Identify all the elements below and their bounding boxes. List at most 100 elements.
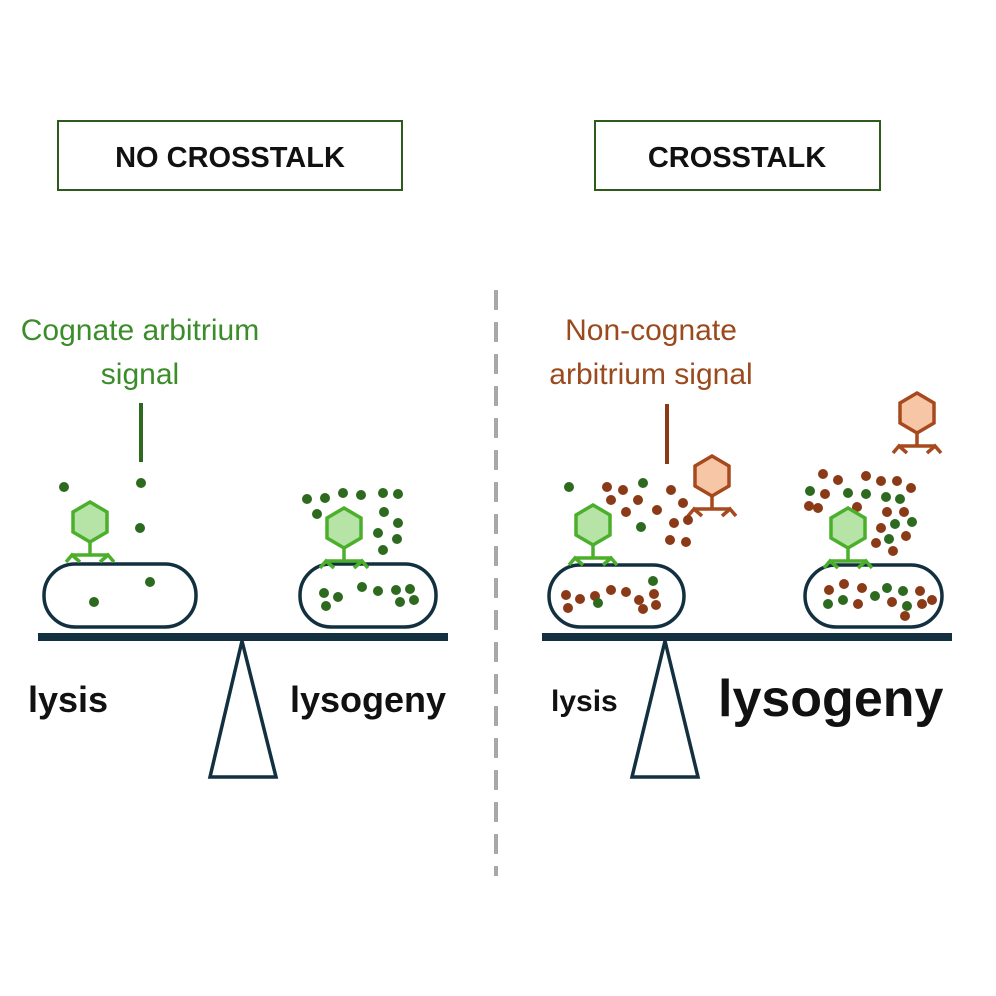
- right-balance-beam: [542, 633, 952, 641]
- signal-dot: [320, 493, 330, 503]
- signal-dot: [593, 598, 603, 608]
- signal-dot: [899, 507, 909, 517]
- signal-dot: [833, 475, 843, 485]
- left-lysogeny-cell: [298, 562, 438, 629]
- signal-dot: [59, 482, 69, 492]
- signal-dot: [621, 587, 631, 597]
- signal-dot: [927, 595, 937, 605]
- signal-dot: [665, 535, 675, 545]
- signal-dot: [839, 579, 849, 589]
- signal-dot: [652, 505, 662, 515]
- signal-dot: [857, 583, 867, 593]
- right-lysogeny-label: lysogeny: [718, 670, 943, 728]
- signal-dot: [357, 582, 367, 592]
- signal-dot: [319, 588, 329, 598]
- signal-dot: [823, 599, 833, 609]
- signal-dot: [824, 585, 834, 595]
- left-caption-line2: signal: [101, 358, 179, 391]
- left-lysogeny-cell-signals: [319, 582, 419, 611]
- left-panel: NO CROSSTALK Cognate arbitrium signal: [21, 120, 448, 779]
- signal-dot: [898, 586, 908, 596]
- right-header-box: [594, 120, 881, 191]
- signal-dot: [861, 471, 871, 481]
- signal-dot: [618, 485, 628, 495]
- signal-dot: [683, 515, 693, 525]
- signal-dot: [906, 483, 916, 493]
- signal-dot: [392, 534, 402, 544]
- signal-dot: [861, 489, 871, 499]
- signal-dot: [356, 490, 366, 500]
- signal-dot: [818, 469, 828, 479]
- right-lysogeny-cell-signals: [823, 579, 937, 621]
- signal-dot: [373, 528, 383, 538]
- left-header-box: [57, 120, 403, 191]
- signal-dot: [843, 488, 853, 498]
- phage-icon: [822, 505, 874, 570]
- signal-dot: [888, 546, 898, 556]
- signal-dot: [915, 586, 925, 596]
- right-lysogeny-free-signals: [804, 469, 917, 556]
- signal-dot: [804, 501, 814, 511]
- signal-dot: [378, 545, 388, 555]
- signal-dot: [563, 603, 573, 613]
- left-header-label: NO CROSSTALK: [115, 142, 345, 174]
- signal-dot: [602, 482, 612, 492]
- right-caption-line1: Non-cognate: [565, 314, 737, 347]
- signal-dot: [606, 495, 616, 505]
- signal-dot: [89, 597, 99, 607]
- signal-dot: [135, 523, 145, 533]
- signal-dot: [312, 509, 322, 519]
- signal-dot: [882, 507, 892, 517]
- left-lysis-label: lysis: [28, 679, 108, 720]
- signal-dot: [907, 517, 917, 527]
- signal-dot: [636, 522, 646, 532]
- signal-dot: [575, 594, 585, 604]
- signal-dot: [321, 601, 331, 611]
- signal-dot: [876, 476, 886, 486]
- signal-dot: [302, 494, 312, 504]
- left-free-signals: [59, 478, 146, 533]
- noncognate-phage-icon: [891, 390, 943, 455]
- signal-dot: [564, 482, 574, 492]
- signal-dot: [901, 531, 911, 541]
- right-header-label: CROSSTALK: [648, 142, 826, 174]
- signal-dot: [871, 538, 881, 548]
- phage-icon: [567, 502, 619, 567]
- signal-dot: [405, 584, 415, 594]
- signal-dot: [895, 494, 905, 504]
- signal-dot: [379, 507, 389, 517]
- signal-dot: [902, 601, 912, 611]
- left-lysogeny-label: lysogeny: [290, 679, 446, 720]
- signal-dot: [813, 503, 823, 513]
- signal-dot: [391, 585, 401, 595]
- signal-dot: [876, 523, 886, 533]
- signal-dot: [900, 611, 910, 621]
- signal-dot: [870, 591, 880, 601]
- signal-dot: [649, 589, 659, 599]
- signal-dot: [651, 600, 661, 610]
- signal-dot: [881, 492, 891, 502]
- left-caption-line1: Cognate arbitrium: [21, 314, 259, 347]
- signal-dot: [621, 507, 631, 517]
- signal-dot: [917, 599, 927, 609]
- signal-dot: [633, 495, 643, 505]
- signal-dot: [648, 576, 658, 586]
- right-lysis-cell-signals: [561, 576, 661, 614]
- signal-dot: [884, 534, 894, 544]
- signal-dot: [638, 604, 648, 614]
- signal-dot: [378, 488, 388, 498]
- left-balance-beam: [38, 633, 448, 641]
- signal-dot: [678, 498, 688, 508]
- signal-dot: [634, 595, 644, 605]
- signal-dot: [669, 518, 679, 528]
- signal-dot: [333, 592, 343, 602]
- phage-icon: [318, 505, 370, 570]
- left-lysogeny-free-signals: [302, 488, 403, 555]
- right-panel: CROSSTALK Non-cognate arbitrium signal: [542, 120, 952, 779]
- signal-dot: [887, 597, 897, 607]
- signal-dot: [853, 599, 863, 609]
- signal-dot: [409, 595, 419, 605]
- signal-dot: [681, 537, 691, 547]
- signal-dot: [395, 597, 405, 607]
- signal-dot: [892, 476, 902, 486]
